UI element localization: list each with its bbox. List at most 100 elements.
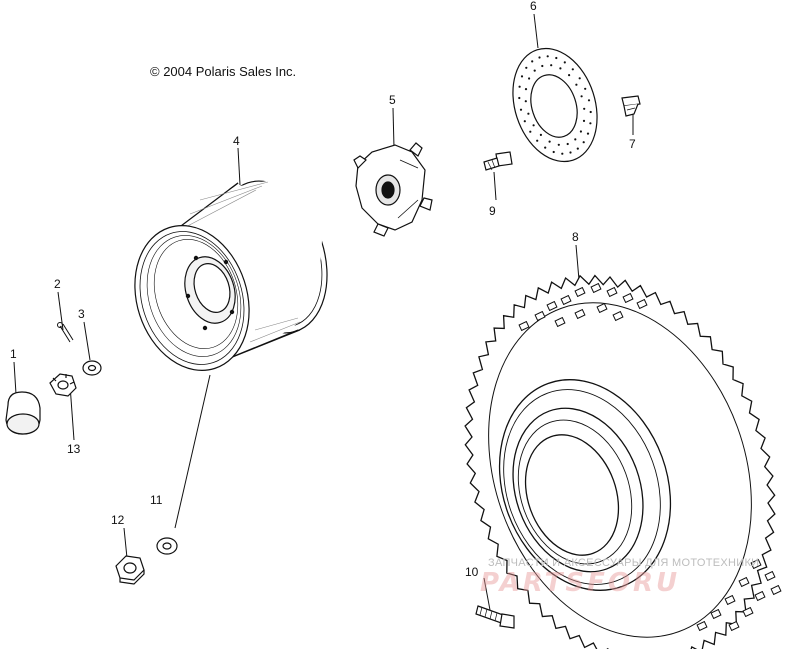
disc-hole bbox=[550, 64, 553, 67]
callout-1: 1 bbox=[10, 347, 17, 361]
disc-hole bbox=[571, 68, 574, 71]
tread-block bbox=[742, 606, 754, 618]
disc-hole bbox=[578, 77, 581, 80]
tread-block bbox=[636, 298, 648, 310]
disc-hole bbox=[532, 124, 535, 127]
tread-block bbox=[710, 608, 722, 620]
callout-7: 7 bbox=[629, 137, 636, 151]
disc-hole bbox=[574, 138, 577, 141]
tread-block bbox=[770, 584, 782, 596]
disc-hole bbox=[524, 88, 528, 91]
tread-block bbox=[696, 620, 708, 632]
copyright-notice: © 2004 Polaris Sales Inc. bbox=[150, 64, 297, 79]
disc-hole bbox=[559, 67, 562, 70]
disc-hole bbox=[548, 140, 551, 143]
leader-9 bbox=[493, 171, 497, 201]
disc-hole bbox=[566, 142, 569, 146]
disc-hole bbox=[579, 130, 583, 133]
castle-nut-icon bbox=[49, 373, 77, 397]
tread-block bbox=[554, 316, 566, 328]
disc-hole bbox=[552, 150, 555, 154]
disc-hole bbox=[518, 96, 521, 100]
disc-hole bbox=[533, 69, 536, 72]
leader-3 bbox=[83, 321, 91, 361]
disc-hole bbox=[520, 75, 524, 78]
disc-hole bbox=[555, 56, 558, 60]
leader-4 bbox=[237, 147, 241, 186]
tread-block bbox=[606, 286, 618, 298]
tread-block bbox=[534, 310, 546, 322]
tread-block bbox=[574, 308, 586, 320]
disc-hole bbox=[561, 152, 564, 155]
callout-2: 2 bbox=[54, 277, 61, 291]
disc-hole bbox=[580, 95, 583, 98]
disc-hole bbox=[582, 119, 586, 122]
callout-6: 6 bbox=[530, 0, 537, 13]
disc-hole bbox=[536, 139, 539, 142]
disc-hole bbox=[584, 87, 587, 90]
tread-block bbox=[596, 302, 608, 314]
watermark-tagline: ЗАПЧАСТИ И АКСЕССУАРЫ ДЛЯ МОТОТЕХНИКИ bbox=[488, 557, 760, 569]
leader-6 bbox=[533, 13, 539, 49]
wheel-rim-icon bbox=[134, 180, 328, 372]
washer-icon-11 bbox=[156, 537, 178, 555]
disc-hole bbox=[583, 107, 586, 110]
tread-block bbox=[750, 558, 762, 570]
disc-hole bbox=[563, 61, 566, 64]
tread-block bbox=[622, 292, 634, 304]
disc-hole bbox=[568, 74, 571, 77]
leader-8 bbox=[575, 244, 580, 281]
tread-block bbox=[764, 570, 776, 582]
nut-icon bbox=[115, 555, 145, 585]
tread-block bbox=[724, 594, 736, 606]
bolt-icon-7 bbox=[621, 95, 641, 117]
disc-hole bbox=[575, 83, 578, 86]
callout-5: 5 bbox=[389, 93, 396, 107]
leader-11 bbox=[174, 374, 211, 529]
disc-hole bbox=[589, 110, 592, 114]
disc-hole bbox=[518, 85, 521, 88]
callout-9: 9 bbox=[489, 204, 496, 218]
tread-block bbox=[738, 576, 750, 588]
tire-icon bbox=[464, 274, 782, 649]
callout-13: 13 bbox=[67, 442, 81, 456]
disc-hole bbox=[538, 56, 541, 59]
disc-hole bbox=[539, 133, 543, 136]
disc-hole bbox=[523, 120, 526, 123]
disc-hole bbox=[544, 146, 547, 149]
disc-hole bbox=[576, 147, 579, 150]
disc-hole bbox=[524, 100, 527, 103]
disc-hole bbox=[569, 151, 572, 154]
disc-hole bbox=[525, 66, 528, 69]
tread-block bbox=[546, 300, 558, 312]
disc-hole bbox=[589, 122, 592, 125]
leader-12 bbox=[123, 527, 128, 559]
leader-5 bbox=[392, 107, 395, 149]
disc-hole bbox=[541, 64, 544, 68]
disc-hole bbox=[582, 141, 585, 144]
disc-hole bbox=[546, 55, 549, 58]
tread-block bbox=[754, 590, 766, 602]
bolt-icon-9 bbox=[483, 151, 513, 171]
tread-block bbox=[518, 320, 530, 332]
leader-1 bbox=[13, 361, 17, 395]
disc-hole bbox=[519, 108, 523, 111]
wheel-hub-icon bbox=[353, 142, 433, 237]
cotter-pin-icon bbox=[57, 322, 74, 343]
callout-4: 4 bbox=[233, 134, 240, 148]
disc-hole bbox=[527, 112, 530, 115]
stud-bolt-icon bbox=[475, 605, 515, 629]
disc-hole bbox=[528, 77, 531, 80]
brake-disc-icon bbox=[512, 47, 598, 163]
disc-hole bbox=[529, 130, 532, 133]
disc-hole bbox=[587, 99, 591, 102]
callout-11: 11 bbox=[150, 493, 163, 507]
tread-block bbox=[612, 310, 624, 322]
callout-12: 12 bbox=[111, 513, 125, 527]
tread-block bbox=[590, 282, 602, 294]
tread-block bbox=[560, 294, 572, 306]
tread-block bbox=[728, 620, 740, 632]
tread-block bbox=[574, 286, 586, 298]
